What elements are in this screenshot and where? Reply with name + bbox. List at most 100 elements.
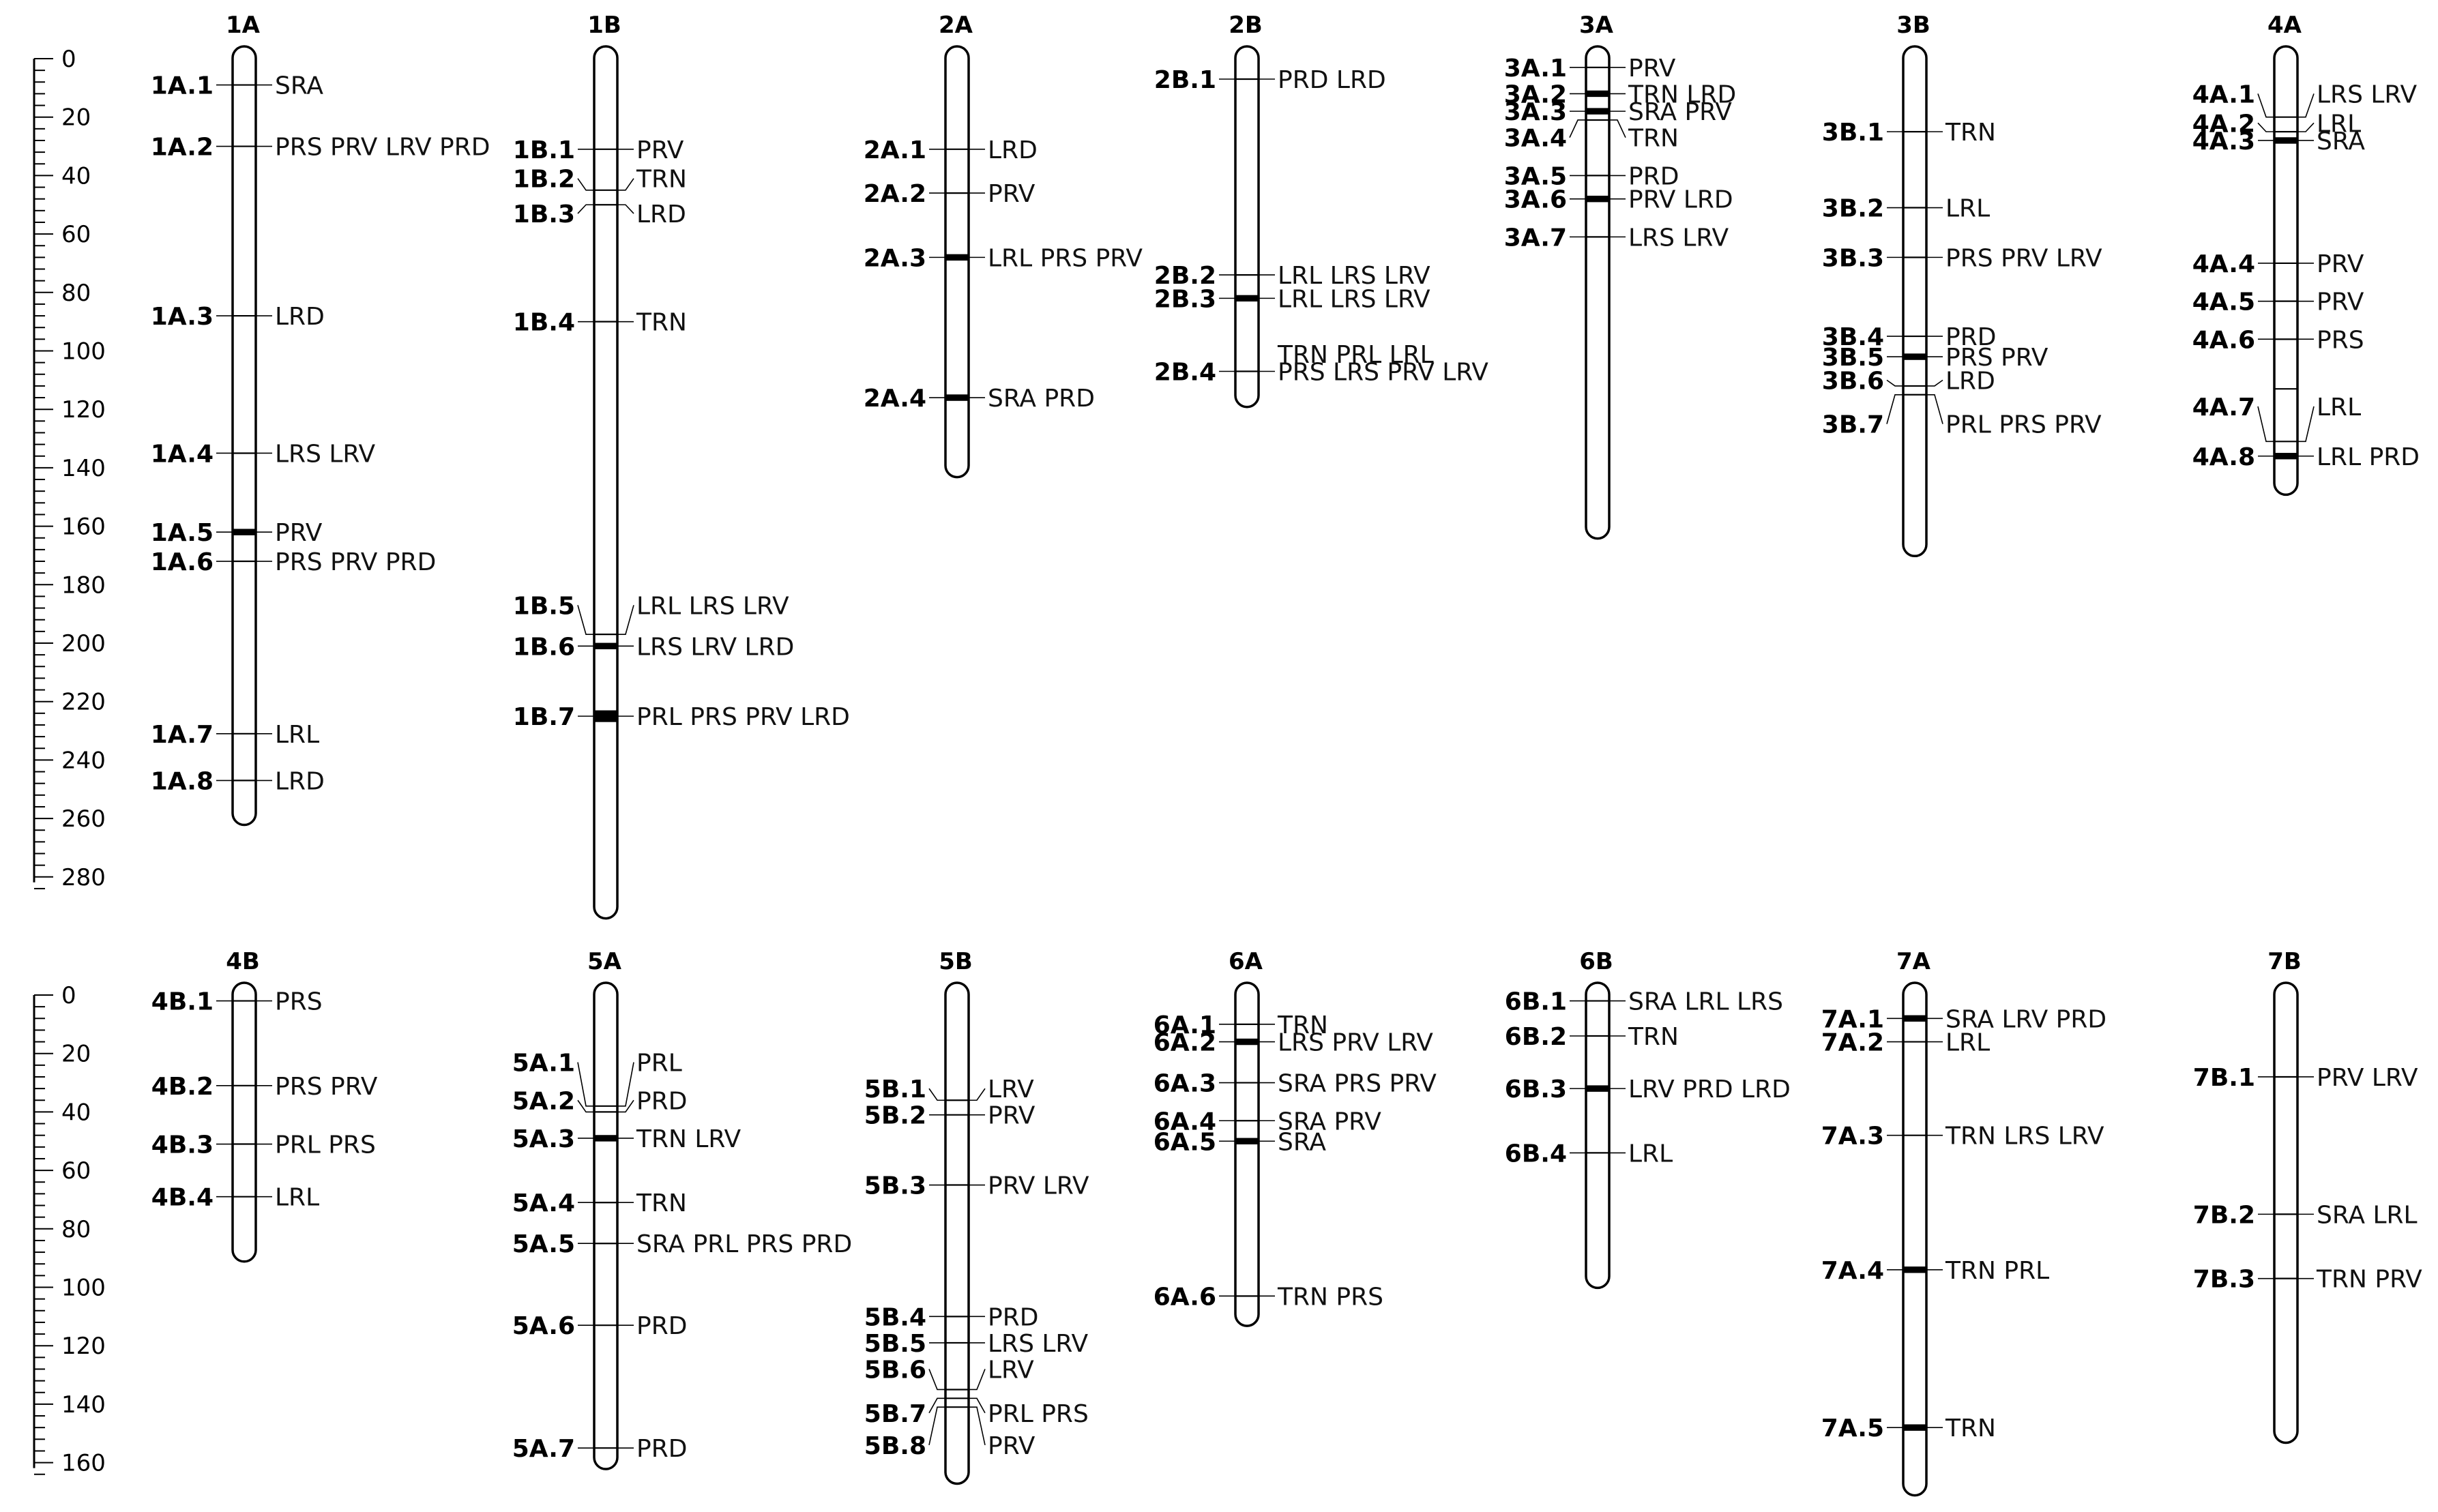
marker-connector-left [577, 1099, 594, 1113]
trait-list: PRS PRV LRV [1945, 244, 2102, 272]
qtl-id: 3B.7 [1822, 411, 1884, 439]
chromosome-bar [1234, 45, 1260, 409]
scale-tick-label: 140 [61, 455, 106, 482]
qtl-id: 6A.1 [1154, 1011, 1216, 1039]
trait-list: TRN PRL LRL [1277, 341, 1434, 369]
trait-list: LRS LRV [1628, 224, 1729, 252]
trait-list: PRL PRS [275, 1131, 376, 1159]
marker-connector-left [928, 1397, 945, 1414]
marker-unlabeled: TRN PRL LRL [1277, 341, 1434, 369]
chromosome-name: 7B [2267, 948, 2302, 975]
marker-connector-left [928, 1369, 945, 1391]
trait-list: TRN [636, 166, 687, 194]
scale-bars: 0204060801001201401601802002202402602800… [33, 46, 106, 1477]
trait-list: LRL PRS PRV [988, 244, 1143, 272]
marker-connector-left [577, 1062, 594, 1107]
qtl-id: 3B.4 [1822, 323, 1884, 351]
qtl-id: 7B.1 [2193, 1064, 2255, 1092]
trait-list: TRN PRL [1945, 1257, 2049, 1285]
qtl-id: 5A.6 [512, 1312, 575, 1340]
qtl-id: 5B.6 [864, 1356, 926, 1384]
marker-connector-left [2257, 406, 2274, 443]
trait-list: PRL PRS PRV [1945, 411, 2102, 439]
qtl-id: 1B.2 [513, 166, 575, 194]
trait-list: SRA PRL PRS PRD [636, 1230, 852, 1258]
marker-connector-right [969, 1369, 986, 1391]
trait-list: LRL [1628, 1140, 1673, 1168]
trait-list: PRS PRV LRV PRD [275, 134, 490, 162]
qtl-id: 6B.3 [1505, 1076, 1567, 1103]
qtl-id: 1A.8 [151, 767, 214, 795]
chromosome-bar [2273, 45, 2299, 496]
qtl-id: 7A.5 [1821, 1414, 1884, 1442]
qtl-id: 3B.5 [1822, 344, 1884, 372]
marker-connector-right [1926, 394, 1943, 424]
chromosome-name: 4B [226, 948, 260, 975]
qtl-id: 5B.4 [864, 1303, 926, 1331]
trait-list: TRN [1277, 1011, 1328, 1039]
trait-list: PRV LRV [2317, 1064, 2418, 1092]
qtl-id: 6B.1 [1505, 988, 1567, 1016]
chromosome-name: 2A [939, 12, 973, 39]
qtl-id: 5B.8 [864, 1432, 926, 1460]
qtl-id: 1A.3 [151, 303, 214, 331]
trait-list: PRV [988, 1432, 1036, 1460]
qtl-id: 3B.1 [1822, 119, 1884, 147]
marker-connector-right [969, 1397, 986, 1414]
marker-band [1235, 295, 1259, 302]
trait-list: PRD [1945, 323, 1996, 351]
marker-band [1235, 1038, 1259, 1046]
marker-7b-1: 7B.1 PRV LRV [2193, 1064, 2418, 1092]
qtl-id: 2B.1 [1154, 66, 1216, 94]
marker-connector-left [928, 1088, 945, 1101]
marker-band [594, 642, 617, 649]
scale-tick-label: 200 [61, 630, 106, 657]
qtl-id: 5A.1 [512, 1050, 575, 1078]
scale-tick-label: 0 [61, 46, 76, 73]
scale-tick-label: 160 [61, 1450, 106, 1477]
qtl-id: 3B.3 [1822, 244, 1884, 272]
qtl-id: 2A.1 [864, 136, 926, 164]
qtl-id: 7A.4 [1821, 1257, 1884, 1285]
qtl-id: 5B.2 [864, 1102, 926, 1130]
marker-connector-right [1926, 379, 1943, 387]
scale-tick-label: 240 [61, 747, 106, 774]
trait-list: LRL PRD [2317, 443, 2420, 471]
qtl-id: 5B.3 [864, 1172, 926, 1200]
trait-list: PRV [2317, 250, 2364, 278]
trait-list: LRV [988, 1076, 1034, 1103]
chromosome-bar [1234, 981, 1260, 1327]
trait-list: PRL PRS PRV LRD [636, 703, 850, 731]
trait-list: PRS PRV [275, 1073, 378, 1101]
scale-tick-label: 160 [61, 514, 106, 541]
trait-list: SRA PRV [1628, 98, 1732, 126]
qtl-id: 2A.2 [864, 180, 926, 208]
chromosome-name: 4A [2267, 12, 2302, 39]
qtl-id: 4B.2 [151, 1073, 214, 1101]
qtl-id: 1B.1 [513, 136, 575, 164]
qtl-id: 3A.2 [1504, 80, 1567, 108]
trait-list: PRV [636, 136, 684, 164]
trait-list: TRN [1628, 125, 1679, 153]
trait-list: LRL [2317, 110, 2361, 138]
qtl-id: 6A.2 [1154, 1029, 1216, 1057]
trait-list: PRV LRV [988, 1172, 1089, 1200]
